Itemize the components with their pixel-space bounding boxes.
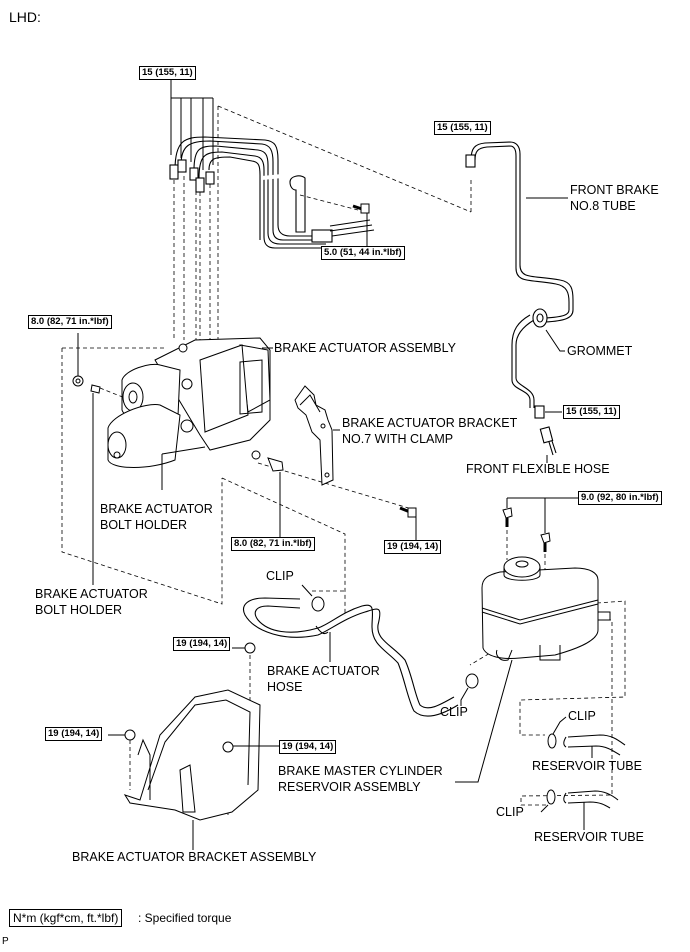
label-actuator-hose-line1: BRAKE ACTUATOR	[267, 664, 380, 678]
torque-bracket-nut-right: 19 (194, 14)	[279, 740, 337, 754]
legend-description: : Specified torque	[138, 911, 232, 925]
torque-bolt-holder-lower: 8.0 (82, 71 in.*lbf)	[231, 537, 315, 551]
label-master-cylinder-line1: BRAKE MASTER CYLINDER	[278, 764, 443, 778]
leader-top-left-union	[170, 78, 214, 170]
label-front-brake-tube-line2: NO.8 TUBE	[570, 199, 636, 213]
label-front-flexible-hose: FRONT FLEXIBLE HOSE	[466, 462, 610, 476]
torque-bracket-nut-top: 19 (194, 14)	[173, 637, 231, 651]
label-bracket-no7-line1: BRAKE ACTUATOR BRACKET	[342, 416, 518, 430]
label-bracket-no7-line2: NO.7 WITH CLAMP	[342, 432, 454, 446]
label-bolt-holder-left-line2: BOLT HOLDER	[35, 603, 123, 617]
torque-tube-clamp-bolt: 5.0 (51, 44 in.*lbf)	[321, 246, 405, 260]
label-bolt-holder-left-line1: BRAKE ACTUATOR	[35, 587, 148, 601]
label-bolt-holder-center-line2: BOLT HOLDER	[100, 518, 188, 532]
bracket-no7-bolt	[399, 506, 417, 540]
torque-reservoir-bolts: 9.0 (92, 80 in.*lbf)	[578, 491, 662, 505]
torque-tube-union-top-right: 15 (155, 11)	[434, 121, 491, 135]
label-clip-reservoir-lower: CLIP	[496, 805, 524, 819]
clips	[311, 596, 557, 805]
tube-clamp-bolt	[352, 203, 370, 246]
diagram-title: LHD:	[9, 9, 41, 25]
torque-bracket-no7-bolt: 19 (194, 14)	[384, 540, 442, 554]
torque-flexible-hose-union: 15 (155, 11)	[563, 405, 620, 419]
bracket-no7-with-clamp	[294, 385, 334, 486]
master-cylinder-reservoir	[481, 556, 611, 661]
brake-actuator-assembly	[107, 337, 271, 468]
brake-actuator-hose	[243, 597, 459, 717]
legend-unit-box: N*m (kgf*cm, ft.*lbf)	[9, 909, 123, 927]
reservoir-tubes	[563, 734, 626, 809]
label-actuator-hose-line2: HOSE	[267, 680, 303, 694]
label-clip-mid: CLIP	[440, 705, 468, 719]
label-clip-top: CLIP	[266, 569, 294, 583]
torque-bolt-holder-left: 8.0 (82, 71 in.*lbf)	[28, 315, 112, 329]
front-brake-no8-tube	[465, 141, 574, 456]
torque-tube-union-top-left: 15 (155, 11)	[139, 66, 196, 80]
label-reservoir-tube-upper: RESERVOIR TUBE	[532, 759, 642, 773]
bolt-holder-parts	[72, 375, 284, 472]
reservoir-bolts	[502, 507, 551, 552]
footer-mark: P	[2, 936, 9, 947]
brake-tube-bundle	[169, 136, 375, 249]
brake-actuator-bracket-assembly	[123, 689, 261, 821]
label-front-brake-tube-line1: FRONT BRAKE	[570, 183, 659, 197]
label-reservoir-tube-lower: RESERVOIR TUBE	[534, 830, 644, 844]
label-brake-actuator-assembly: BRAKE ACTUATOR ASSEMBLY	[274, 341, 457, 355]
label-master-cylinder-line2: RESERVOIR ASSEMBLY	[278, 780, 421, 794]
label-bracket-assembly: BRAKE ACTUATOR BRACKET ASSEMBLY	[72, 850, 317, 864]
torque-bracket-nut-left: 19 (194, 14)	[45, 727, 103, 741]
label-clip-reservoir-upper: CLIP	[568, 709, 596, 723]
label-bolt-holder-center-line1: BRAKE ACTUATOR	[100, 502, 213, 516]
label-grommet: GROMMET	[567, 344, 633, 358]
